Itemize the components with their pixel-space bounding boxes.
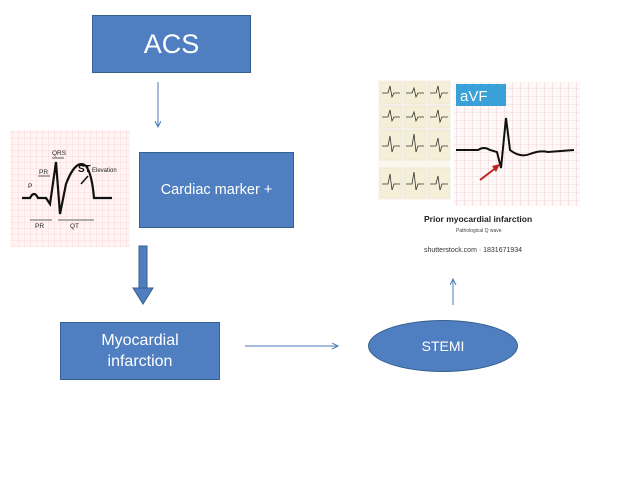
label-pr-segment: PR (39, 169, 48, 176)
lead-label-bg (456, 84, 506, 106)
label-st: ST (78, 164, 91, 175)
avf-waveform (456, 117, 575, 169)
watermark: shutterstock.com · 1831671934 (424, 247, 522, 254)
ecg-subtitle: Pathological Q wave (456, 228, 502, 234)
ecg-title: Prior myocardial infarction (424, 214, 532, 224)
lead-label: aVF (460, 88, 488, 105)
label-qt: QT (70, 223, 79, 230)
stemi-node: STEMI (368, 320, 518, 372)
arrow-marker-to-mi (132, 245, 154, 305)
ecg-waveform (22, 161, 112, 215)
label-qrs: QRS (52, 150, 67, 157)
cardiac-marker-node: Cardiac marker + (139, 152, 294, 228)
myocardial-infarction-node: Myocardial infarction (60, 322, 220, 380)
label-pr-interval: PR (35, 223, 44, 230)
label-elevation: Elevation (92, 168, 117, 174)
lead-thumbnails (378, 80, 451, 200)
label-p: P (28, 183, 32, 190)
acs-node: ACS (92, 15, 251, 73)
